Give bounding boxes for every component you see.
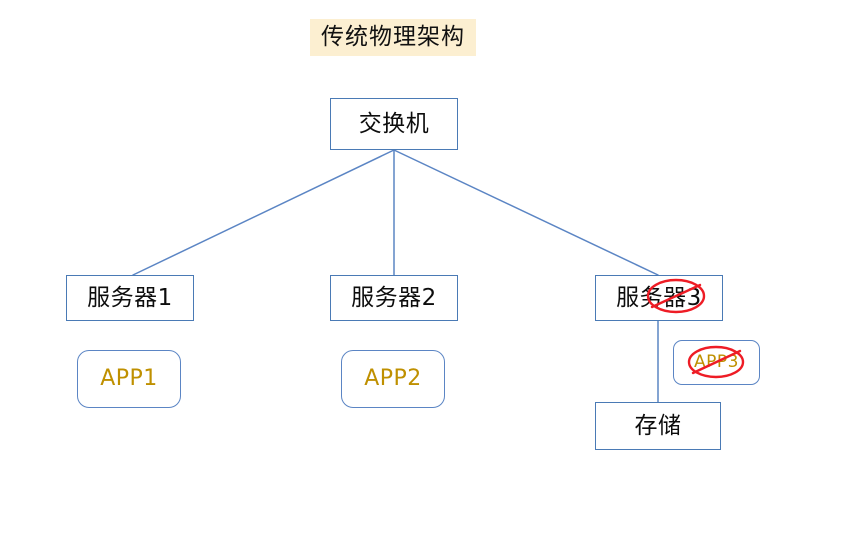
node-storage[interactable]: 存储 [595,402,721,450]
node-app3[interactable]: APP3 [673,340,760,385]
node-switch-label: 交换机 [358,110,430,137]
node-switch[interactable]: 交换机 [330,98,458,150]
node-server1-label: 服务器1 [87,284,173,311]
node-server2[interactable]: 服务器2 [330,275,458,321]
node-app2-label: APP2 [364,366,422,391]
node-server3[interactable]: 服务器3 [595,275,723,321]
node-app2[interactable]: APP2 [341,350,445,408]
diagram-title-chip: 传统物理架构 [310,19,476,56]
node-app3-label: APP3 [694,352,739,372]
node-app1[interactable]: APP1 [77,350,181,408]
edge-switch-to-server3 [393,149,659,276]
node-server2-label: 服务器2 [351,284,437,311]
node-server1[interactable]: 服务器1 [66,275,194,321]
node-app1-label: APP1 [100,366,158,391]
page-title: 传统物理架构 [321,24,465,50]
node-storage-label: 存储 [634,412,682,439]
node-server3-label: 服务器3 [616,284,702,311]
edge-switch-to-server1 [132,149,395,276]
